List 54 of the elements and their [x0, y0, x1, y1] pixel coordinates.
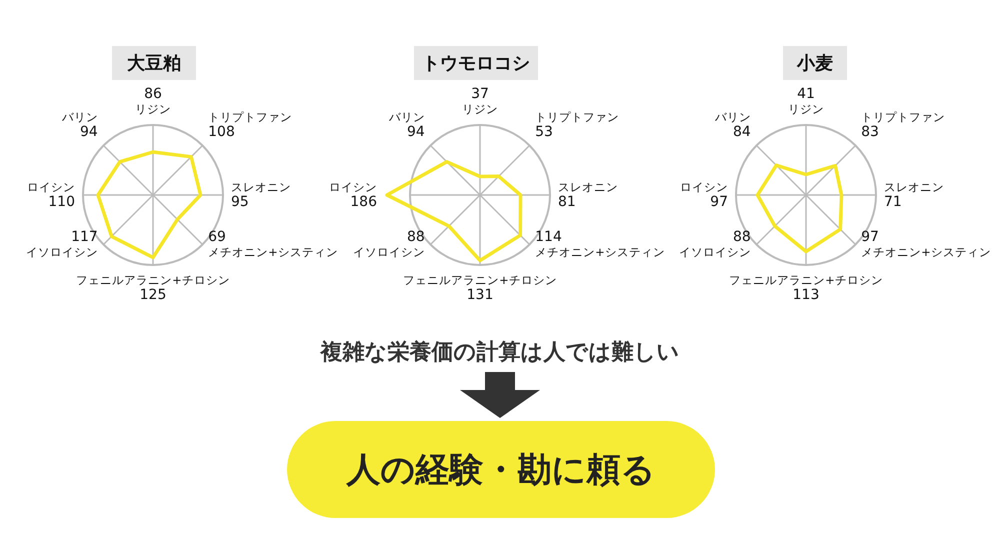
- value-label: 94: [80, 124, 98, 140]
- value-label: 83: [861, 124, 879, 140]
- axis-label: トリプトファン: [861, 110, 946, 125]
- value-label: 113: [792, 288, 820, 303]
- value-label: 97: [710, 195, 728, 210]
- chart-title: トウモロコシ: [414, 46, 538, 80]
- value-label: 81: [558, 195, 576, 210]
- value-label: 125: [140, 288, 166, 303]
- value-label: 95: [231, 195, 249, 210]
- axis-label: トリプトファン: [208, 110, 292, 125]
- statement-text: 複雑な栄養価の計算は人では難しい: [240, 334, 760, 370]
- value-label: 53: [535, 124, 553, 140]
- axis-label: リジン: [135, 102, 171, 117]
- value-label: 117: [71, 230, 98, 246]
- axis-label: ロイシン: [329, 180, 377, 195]
- value-label: 88: [733, 230, 751, 246]
- axis-label: トリプトファン: [535, 110, 620, 125]
- axis-label: ロイシン: [680, 180, 728, 195]
- axis-label: メチオニン+システィン: [535, 245, 665, 260]
- axis-label: フェニルアラニン+チロシン: [729, 273, 883, 288]
- conclusion-pill: 人の経験・勘に頼る: [287, 421, 715, 518]
- axis-label: メチオニン+システィン: [208, 245, 338, 260]
- axis-label: イソロイシン: [26, 245, 98, 260]
- value-label: 41: [797, 87, 815, 102]
- axis-label: フェニルアラニン+チロシン: [76, 273, 230, 288]
- value-label: 69: [208, 230, 226, 246]
- value-label: 71: [884, 195, 902, 210]
- axis-label: バリン: [62, 110, 98, 125]
- axis-label: イソロイシン: [678, 245, 751, 260]
- axis-label: バリン: [714, 110, 751, 125]
- value-label: 86: [144, 87, 162, 102]
- value-label: 186: [350, 195, 377, 210]
- value-label: 114: [535, 230, 562, 246]
- chart-title: 小麦: [783, 46, 847, 80]
- value-label: 94: [407, 124, 425, 140]
- down-arrow: [460, 372, 540, 418]
- axis-label: メチオニン+システィン: [861, 245, 991, 260]
- axis-label: スレオニン: [884, 180, 944, 195]
- value-label: 110: [48, 195, 75, 210]
- axis-label: スレオニン: [231, 180, 291, 195]
- value-label: 97: [861, 230, 879, 246]
- axis-label: バリン: [388, 110, 425, 125]
- chart-title: 大豆粕: [112, 46, 196, 80]
- axis-label: リジン: [788, 102, 824, 117]
- value-label: 37: [471, 87, 489, 102]
- axis-label: ロイシン: [27, 180, 75, 195]
- value-label: 108: [208, 124, 235, 140]
- axis-label: イソロイシン: [352, 245, 425, 260]
- value-label: 84: [733, 124, 751, 140]
- axis-label: フェニルアラニン+チロシン: [403, 273, 557, 288]
- axis-label: スレオニン: [558, 180, 618, 195]
- value-label: 88: [407, 230, 425, 246]
- value-label: 131: [466, 288, 494, 303]
- axis-label: リジン: [462, 102, 498, 117]
